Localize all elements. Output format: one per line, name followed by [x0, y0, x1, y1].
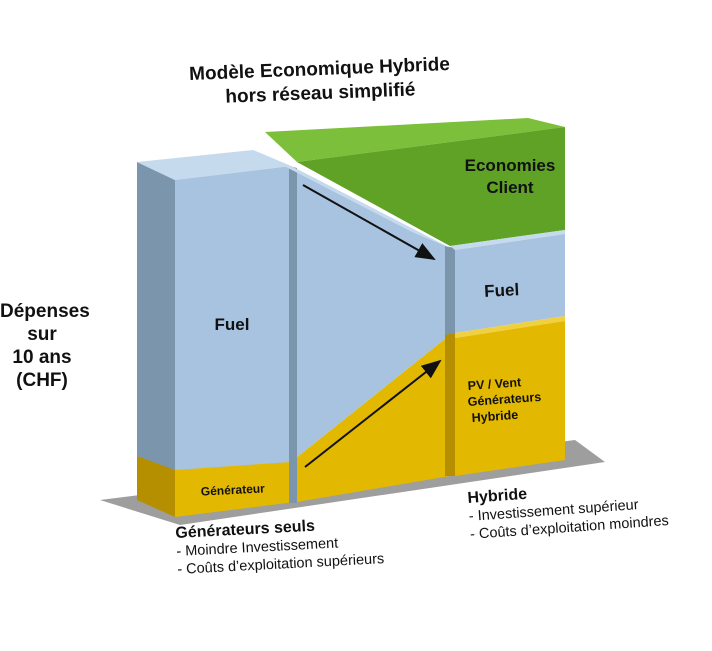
label-economies-line1: Economies: [465, 156, 556, 175]
label-fuel-left: Fuel: [215, 315, 250, 334]
label-pv-line1: PV / Vent: [467, 375, 522, 393]
pv-block-front: [455, 321, 565, 476]
label-pv-line2: Générateurs: [467, 390, 541, 409]
label-pv-line3: Hybride: [471, 408, 518, 425]
generator-base-side: [137, 456, 175, 517]
y-axis-line: (CHF): [16, 370, 68, 391]
y-axis-line: 10 ans: [12, 347, 72, 368]
note-generators-only: Générateurs seuls - Moindre Investisseme…: [175, 514, 385, 579]
transition-fuel: [291, 166, 450, 462]
fuel-column-left-side: [137, 162, 175, 470]
pv-block-top: [455, 316, 565, 338]
label-economies-line2: Client: [486, 178, 534, 197]
savings-top: [265, 118, 565, 162]
y-axis-label: Dépenses sur 10 ans (CHF): [0, 300, 90, 392]
generator-base-front: [175, 459, 295, 517]
arrow-fuel-decrease: [302, 184, 436, 260]
arrow-investment-increase: [304, 359, 442, 468]
transition-generator: [291, 335, 450, 503]
fuel-column-left-top: [137, 150, 291, 180]
fuel-column-left-front: [175, 166, 291, 470]
fuel-block-right-front: [455, 234, 565, 333]
savings-front-slope: [297, 127, 565, 246]
fuel-block-right-top: [450, 230, 565, 250]
transition-top-edge: [253, 150, 450, 248]
separator-left: [289, 166, 297, 503]
label-fuel-right: Fuel: [484, 280, 520, 301]
y-axis-line: Dépenses: [0, 301, 90, 322]
label-generateur: Générateur: [200, 481, 265, 498]
separator-right-lower: [445, 333, 455, 476]
y-axis-line: sur: [27, 324, 57, 345]
